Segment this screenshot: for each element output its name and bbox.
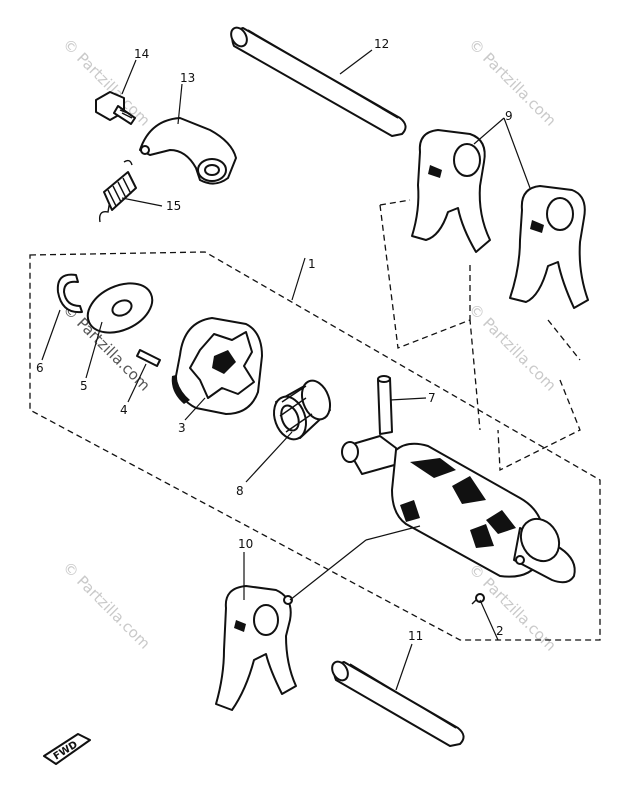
callout-6: 6 bbox=[36, 361, 44, 375]
leader-lines bbox=[41, 49, 531, 691]
part-14-bolt bbox=[95, 91, 136, 125]
callout-2: 2 bbox=[496, 624, 504, 638]
forward-direction-tag: FWD bbox=[43, 733, 91, 765]
callout-3: 3 bbox=[178, 421, 186, 435]
callout-10: 10 bbox=[238, 537, 253, 551]
part-4-pin bbox=[136, 349, 161, 367]
part-3-shift-drum-segment bbox=[171, 317, 263, 415]
part-8-bearing bbox=[273, 379, 332, 441]
callout-12: 12 bbox=[374, 37, 389, 51]
part-11-shift-fork-shaft bbox=[331, 660, 465, 747]
callout-13: 13 bbox=[180, 71, 195, 85]
watermark: © Partzilla.com bbox=[465, 300, 560, 395]
part-9-shift-fork-a bbox=[411, 129, 491, 253]
assembly-outline bbox=[29, 251, 601, 641]
part-6-circlip bbox=[56, 273, 83, 314]
callout-7: 7 bbox=[428, 391, 436, 405]
callout-9: 9 bbox=[505, 109, 513, 123]
fork-guide-lines bbox=[379, 199, 581, 472]
callout-4: 4 bbox=[120, 403, 128, 417]
part-9-shift-fork-b bbox=[509, 185, 589, 309]
part-5-washer bbox=[86, 282, 154, 334]
callout-15: 15 bbox=[166, 199, 181, 213]
callout-1: 1 bbox=[308, 257, 316, 271]
part-12-shift-fork-shaft bbox=[230, 26, 407, 137]
part-7-dowel-pin bbox=[377, 375, 393, 435]
callout-8: 8 bbox=[236, 484, 244, 498]
part-10-shift-fork bbox=[215, 585, 297, 711]
watermark: © Partzilla.com bbox=[59, 558, 154, 653]
shift-drum bbox=[341, 435, 576, 584]
callout-14: 14 bbox=[134, 47, 149, 61]
callout-5: 5 bbox=[80, 379, 88, 393]
part-2-pin bbox=[471, 593, 485, 605]
callout-labels: 1 2 3 4 5 6 7 8 9 10 11 12 13 14 15 bbox=[36, 37, 513, 643]
callout-11: 11 bbox=[408, 629, 423, 643]
part-13-stopper-lever bbox=[139, 117, 237, 185]
part-15-spring bbox=[98, 159, 137, 223]
